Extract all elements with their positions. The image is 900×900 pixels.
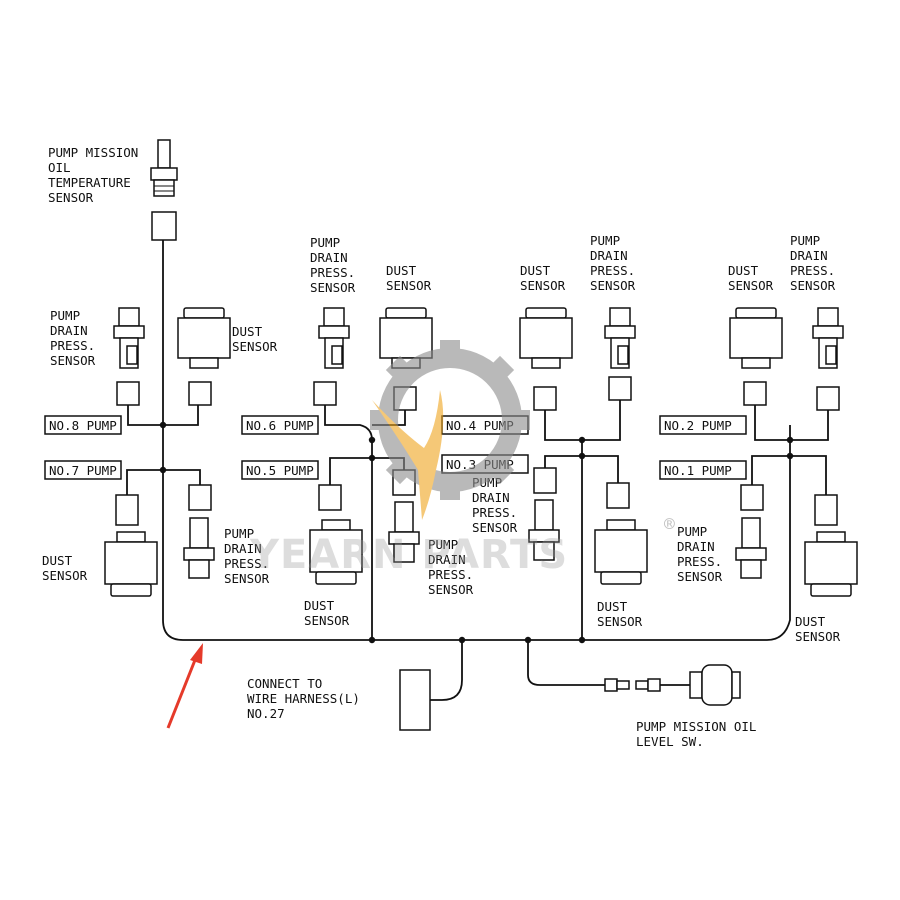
dust-sensor-icon [309,519,363,585]
pump-box-1 [659,460,747,480]
harness-connector-block [399,669,431,731]
pump-box-8 [44,415,122,435]
drain-sensor-label: PUMP DRAIN PRESS. SENSOR [472,475,525,535]
dust-sensor-label: DUST SENSOR [795,614,841,644]
dust-sensor-label: DUST SENSOR [42,553,88,583]
registered-mark: ® [664,514,675,535]
dust-sensor-label: DUST SENSOR [386,263,432,293]
pump-label-8: NO.8 PUMP [49,418,117,433]
drain-sensor-icon [388,501,420,563]
drain-sensor-label: PUMP DRAIN PRESS. SENSOR [590,233,643,293]
red-arrow-icon [166,643,203,729]
dust-sensor-label: DUST SENSOR [728,263,774,293]
component-labels: PUMP MISSION OIL TEMPERATURE SENSOR PUMP… [42,145,843,749]
dust-sensor-icon [177,307,231,369]
drain-sensor-label: PUMP DRAIN PRESS. SENSOR [310,235,363,295]
drain-sensor-label: PUMP DRAIN PRESS. SENSOR [677,524,730,584]
drain-sensor-label: PUMP DRAIN PRESS. SENSOR [224,526,277,586]
dust-sensor-label: DUST SENSOR [232,324,278,354]
dust-sensor-icon [104,531,158,597]
drain-sensor-icon [113,307,145,369]
pump-label-7: NO.7 PUMP [49,463,117,478]
pump-box-6 [241,415,319,435]
drain-sensor-icon [735,517,767,579]
watermark-text: YEARN PARTS [249,532,568,578]
pump-label-5: NO.5 PUMP [246,463,314,478]
temp-sensor-label: PUMP MISSION OIL TEMPERATURE SENSOR [48,145,146,205]
drain-sensor-icon [528,499,560,561]
level-switch-icon [604,664,741,706]
drain-sensor-label: PUMP DRAIN PRESS. SENSOR [50,308,103,368]
dust-sensor-icon [519,307,573,369]
drain-sensor-label: PUMP DRAIN PRESS. SENSOR [428,537,481,597]
drain-sensor-icon [812,307,844,369]
dust-sensor-label: DUST SENSOR [597,599,643,629]
drain-sensor-label: PUMP DRAIN PRESS. SENSOR [790,233,843,293]
watermark: YEARN PARTS ® [249,340,675,578]
dust-sensor-icon [804,531,858,597]
dust-sensor-label: DUST SENSOR [304,598,350,628]
connect-label: CONNECT TO WIRE HARNESS(L) NO.27 [247,676,367,721]
pump-label-4: NO.4 PUMP [446,418,514,433]
drain-sensor-icon [604,307,636,369]
dust-sensor-label: DUST SENSOR [520,263,566,293]
junction-nodes [159,421,794,644]
pump-box-2 [659,415,747,435]
drain-sensor-icon [318,307,350,369]
drain-sensor-icon [183,517,215,579]
level-switch-label: PUMP MISSION OIL LEVEL SW. [636,719,764,749]
pump-box-5 [241,460,319,480]
temp-sensor-icon [150,139,178,197]
flame-icon [372,390,444,520]
pump-label-2: NO.2 PUMP [664,418,732,433]
pump-label-6: NO.6 PUMP [246,418,314,433]
dust-sensor-icon [594,519,648,585]
pump-label-1: NO.1 PUMP [664,463,732,478]
dust-sensor-icon [729,307,783,369]
pump-box-7 [44,460,122,480]
